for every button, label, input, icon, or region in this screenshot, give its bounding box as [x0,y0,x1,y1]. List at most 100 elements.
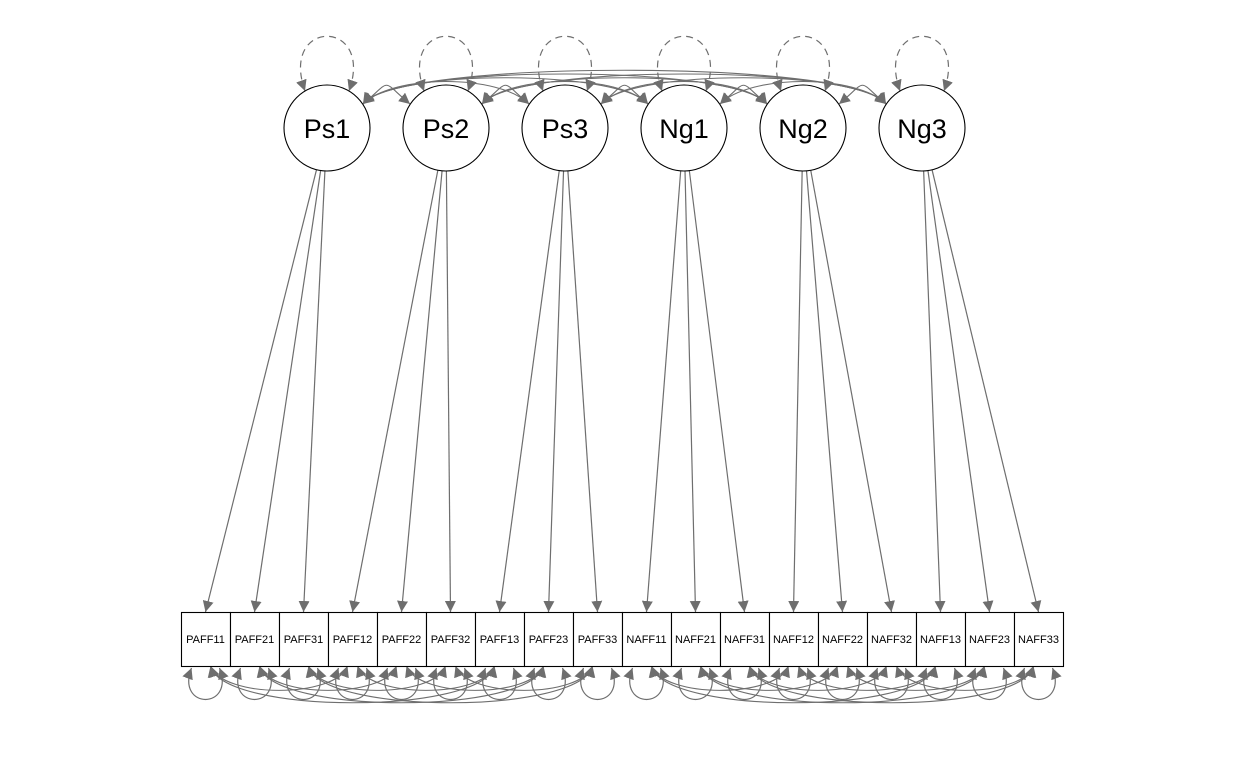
residual-covariance-paff22-paff23 [405,665,545,691]
latent-variance-loop-ng2 [772,35,834,92]
residual-covariance-naff12-naff13 [797,665,937,691]
manifest-node-paff13: PAFF13 [474,611,526,668]
manifest-node-label: PAFF31 [284,634,324,646]
manifest-node-box [768,611,820,668]
manifest-node-paff21: PAFF21 [229,611,281,668]
manifest-node-paff22: PAFF22 [376,611,428,668]
latent-variance-loop-ps3 [534,35,596,92]
manifest-node-box [670,611,722,668]
manifest-node-box [327,611,379,668]
manifest-node-naff22: NAFF22 [817,611,869,668]
manifest-node-box [523,611,575,668]
latent-node-label: Ps1 [304,114,351,144]
residual-variance-loop-paff22 [378,667,425,700]
loading-ng1-naff31 [688,170,749,613]
manifest-node-box [1013,611,1065,668]
manifest-node-box [915,611,967,668]
manifest-node-label: NAFF32 [871,634,912,646]
residual-variance-loop-naff21 [672,667,719,700]
manifest-node-naff32: NAFF32 [866,611,918,668]
latent-covariance-ps2-ps3 [481,84,530,105]
manifest-node-label: NAFF13 [920,634,961,646]
latent-node-circle [640,84,728,172]
latent-variance-loop-ng3 [891,35,953,92]
manifest-node-box [229,611,281,668]
latent-node-ng1: Ng1 [640,84,728,172]
latent-node-ng3: Ng3 [878,84,966,172]
latent-covariance-ps3-ng1 [600,84,649,105]
residual-covariance-layer [182,665,1062,704]
residual-variance-loop-paff31 [280,667,327,700]
residual-covariance-paff31-paff33 [305,665,596,704]
loading-ng2-naff22 [805,170,848,613]
manifest-node-label: PAFF32 [431,634,471,646]
residual-variance-loop-naff31 [721,667,768,700]
loading-ng3-naff13 [923,170,946,613]
loading-ps3-paff23 [543,170,565,613]
manifest-node-label: PAFF11 [186,634,225,646]
manifest-node-box [621,611,673,668]
residual-covariance-naff11-naff12 [650,665,790,691]
manifest-node-label: PAFF21 [235,634,275,646]
latent-node-ps2: Ps2 [402,84,490,172]
residual-variance-loop-naff13 [917,667,964,700]
residual-variance-loop-paff33 [574,667,621,700]
residual-variance-loop-paff21 [231,667,278,700]
loading-ng1-naff21 [684,170,701,613]
loading-ps3-paff13 [495,170,560,613]
latent-node-circle [521,84,609,172]
residual-variance-loop-naff22 [819,667,866,700]
residual-variance-loop-naff33 [1015,667,1062,700]
loading-ps1-paff31 [298,170,326,613]
manifest-node-box [572,611,624,668]
manifest-node-paff33: PAFF33 [572,611,624,668]
residual-covariance-paff11-paff12 [209,665,349,691]
manifest-node-box [425,611,477,668]
manifest-node-paff23: PAFF23 [523,611,575,668]
manifest-node-box [964,611,1016,668]
latent-node-label: Ng2 [778,114,828,144]
residual-variance-loop-naff23 [966,667,1013,700]
manifest-node-box [817,611,869,668]
residual-covariance-naff32-naff33 [895,665,1035,691]
loading-ps2-paff22 [397,170,443,613]
loading-ng3-naff23 [927,170,994,613]
loading-edge-layer [202,169,1042,613]
latent-node-label: Ps2 [423,114,470,144]
latent-node-layer: Ps1 Ps2 Ps3 Ng1 Ng2 Ng3 [283,84,966,172]
latent-variance-loop-ng1 [653,35,715,92]
manifest-node-label: PAFF33 [578,634,618,646]
manifest-node-label: PAFF13 [480,634,520,646]
latent-covariance-ps1-ps2 [362,84,411,105]
latent-variance-loop-ps1 [296,35,358,92]
manifest-node-box [376,611,428,668]
manifest-node-label: PAFF23 [529,634,569,646]
manifest-node-naff21: NAFF21 [670,611,722,668]
manifest-node-label: NAFF23 [969,634,1010,646]
loading-ng2-naff12 [788,170,803,613]
latent-node-ps3: Ps3 [521,84,609,172]
manifest-node-naff11: NAFF11 [621,611,673,668]
latent-node-circle [759,84,847,172]
residual-covariance-paff31-paff32 [307,665,447,691]
latent-node-ng2: Ng2 [759,84,847,172]
manifest-node-paff12: PAFF12 [327,611,379,668]
residual-covariance-naff21-naff23 [697,665,988,704]
latent-covariance-ng2-ng3 [838,84,887,105]
residual-covariance-paff21-paff22 [258,665,398,691]
manifest-node-naff13: NAFF13 [915,611,967,668]
latent-node-ps1: Ps1 [283,84,371,172]
manifest-node-naff12: NAFF12 [768,611,820,668]
residual-covariance-naff22-naff23 [846,665,986,691]
loading-ps2-paff32 [444,170,456,613]
residual-variance-loop-naff11 [623,667,670,700]
manifest-node-box [474,611,526,668]
residual-covariance-paff11-paff13 [207,665,498,704]
manifest-node-box [719,611,771,668]
residual-covariance-naff31-naff33 [746,665,1037,704]
manifest-node-paff31: PAFF31 [278,611,330,668]
residual-variance-loop-paff23 [525,667,572,700]
residual-covariance-paff32-paff33 [454,665,594,691]
manifest-node-paff11: PAFF11 [180,611,232,668]
